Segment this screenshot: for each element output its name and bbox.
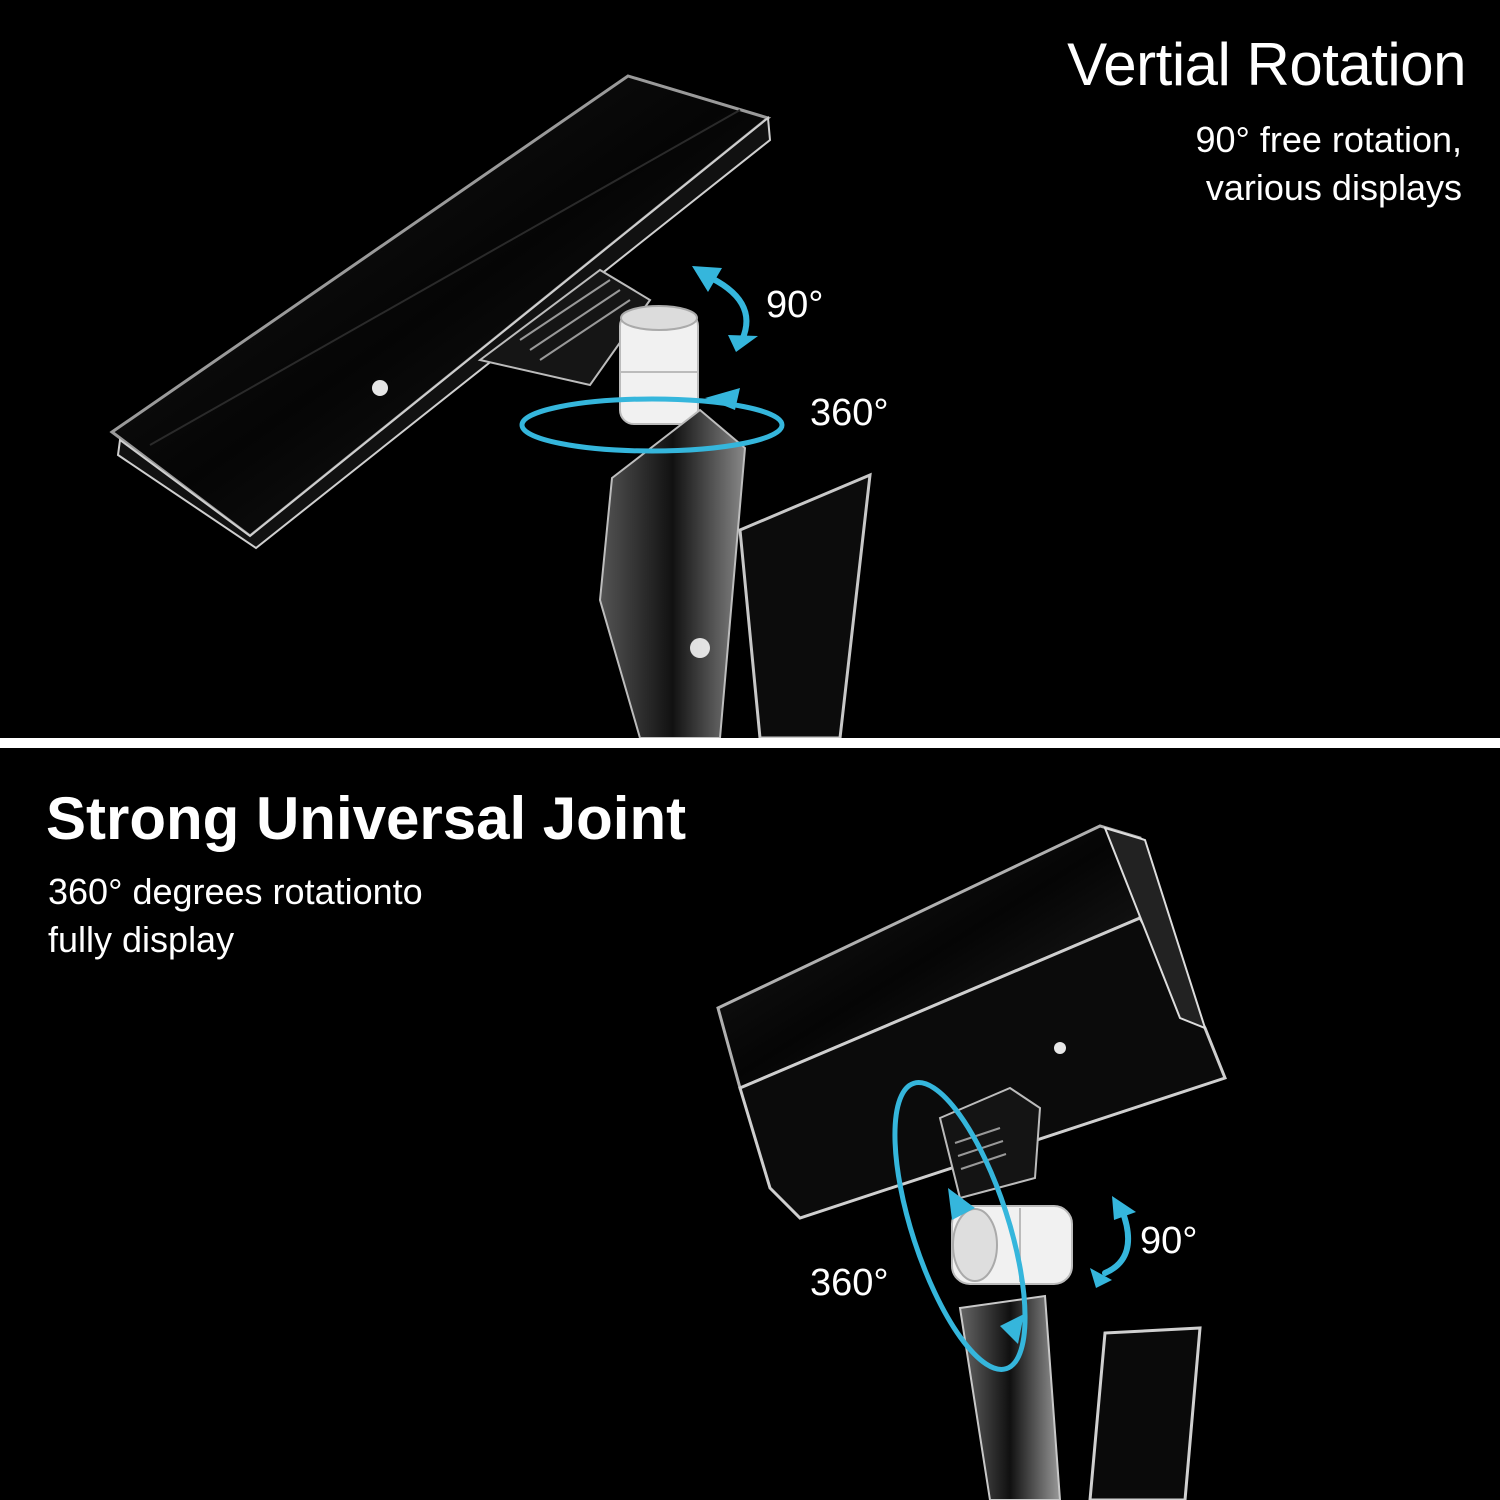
description-line-1: 90° free rotation, <box>1195 119 1462 160</box>
angle-label-90: 90° <box>766 284 824 326</box>
bottom-product-illustration <box>716 824 1227 1500</box>
stand-stem-bottom <box>958 1294 1202 1500</box>
stand-stem-top <box>598 408 872 738</box>
description-line-2-bottom: fully display <box>48 919 235 960</box>
sign-board-bottom <box>716 824 1227 1220</box>
horizontal-rotation-arrow-bottom <box>892 1080 1028 1372</box>
angle-label-360: 360° <box>810 392 889 434</box>
top-panel: Vertial Rotation 90° free rotation, vari… <box>0 0 1500 738</box>
angle-label-360-bottom: 360° <box>810 1262 889 1304</box>
description-line-1-bottom: 360° degrees rotationto <box>48 871 423 912</box>
section-description-bottom: 360° degrees rotationto fully display <box>48 868 423 964</box>
vertical-rotation-arrow-top <box>692 266 758 352</box>
angle-label-90-bottom: 90° <box>1140 1220 1198 1262</box>
panel-divider <box>0 738 1500 748</box>
clip-bracket-top <box>372 268 652 396</box>
top-product-illustration <box>109 74 872 738</box>
vertical-rotation-arrow-bottom <box>1090 1196 1136 1288</box>
white-joint-top <box>619 305 699 425</box>
section-description: 90° free rotation, various displays <box>1195 116 1462 212</box>
sign-board-top <box>109 74 772 550</box>
description-line-2: various displays <box>1205 167 1462 208</box>
white-joint-bottom <box>951 1205 1073 1285</box>
section-title-bottom: Strong Universal Joint <box>46 785 687 852</box>
horizontal-rotation-arrow-top <box>519 388 785 454</box>
bottom-panel: Strong Universal Joint 360° degrees rota… <box>0 748 1500 1500</box>
section-title: Vertial Rotation <box>1067 31 1466 98</box>
